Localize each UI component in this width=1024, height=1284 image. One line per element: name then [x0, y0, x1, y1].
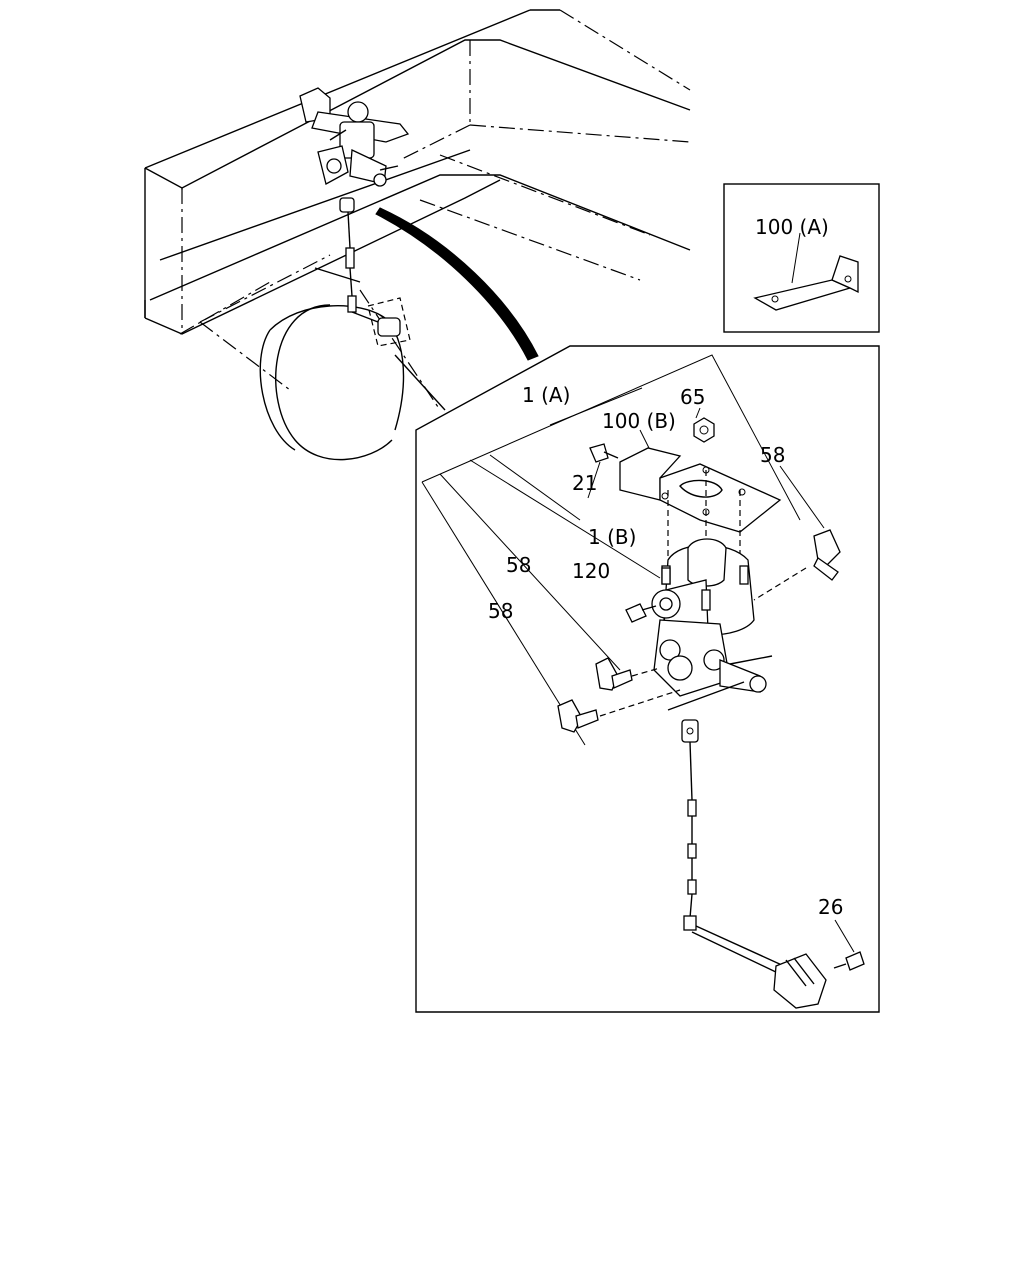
label-26: 26 — [818, 895, 843, 919]
bracket-100a-inset: 100 (A) — [723, 183, 880, 333]
label-100b: 100 (B) — [602, 409, 676, 433]
detail-view — [415, 345, 880, 1013]
label-120: 120 — [572, 559, 610, 583]
label-58-right: 58 — [760, 443, 785, 467]
label-58-left: 58 — [488, 599, 513, 623]
callout-labels: 1 (A) 65 100 (B) 58 21 1 (B) 58 120 58 2… — [488, 383, 843, 919]
label-1b: 1 (B) — [588, 525, 636, 549]
label-100a: 100 (A) — [755, 215, 829, 239]
vehicle-frame-overview — [144, 9, 691, 461]
label-58-mid: 58 — [506, 553, 531, 577]
label-65: 65 — [680, 385, 705, 409]
label-21: 21 — [572, 471, 597, 495]
label-1a: 1 (A) — [522, 383, 570, 407]
